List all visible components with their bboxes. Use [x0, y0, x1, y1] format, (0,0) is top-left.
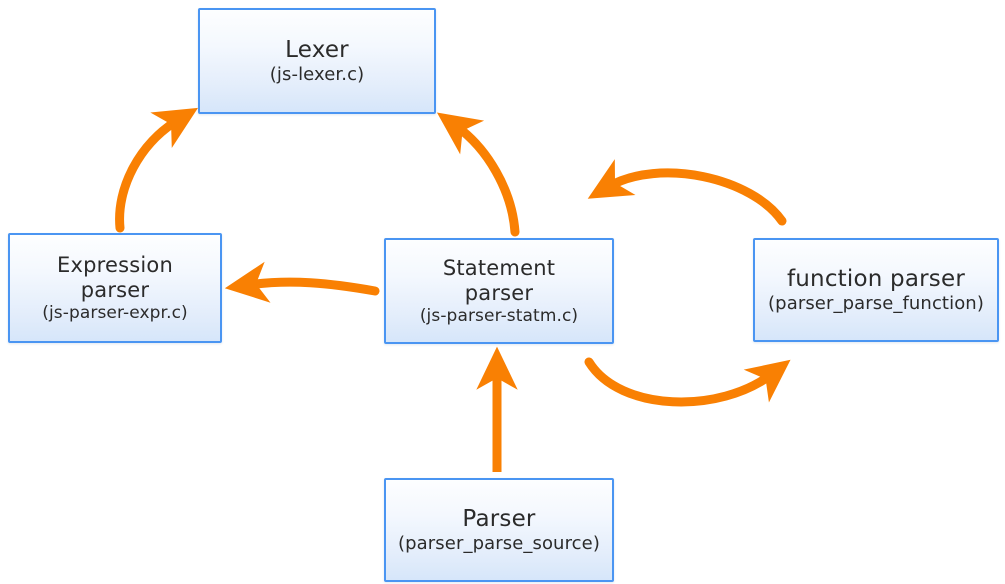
node-parser-subtitle: (parser_parse_source): [398, 532, 600, 554]
node-statement-parser[interactable]: Statement parser (js-parser-statm.c): [384, 238, 614, 344]
node-function-parser[interactable]: function parser (parser_parse_function): [753, 238, 999, 342]
arrow-statement-to-lexer: [436, 112, 520, 237]
node-statement-parser-subtitle: (js-parser-statm.c): [419, 305, 579, 326]
node-expression-parser-title-line1: Expression: [57, 253, 173, 278]
node-lexer-title: Lexer: [285, 36, 349, 63]
arrow-statement-to-function: [584, 357, 791, 407]
node-lexer-subtitle: (js-lexer.c): [269, 63, 365, 85]
node-expression-parser-subtitle: (js-parser-expr.c): [42, 302, 188, 323]
node-parser-title: Parser: [462, 505, 536, 532]
node-function-parser-subtitle: (parser_parse_function): [768, 292, 984, 314]
node-function-parser-title: function parser: [786, 265, 965, 292]
node-parser[interactable]: Parser (parser_parse_source): [384, 478, 614, 582]
node-expression-parser[interactable]: Expression parser (js-parser-expr.c): [8, 233, 222, 343]
node-statement-parser-title-line2: parser: [464, 280, 534, 305]
arrow-statement-to-expression: [224, 261, 380, 303]
node-expression-parser-title-line2: parser: [80, 277, 150, 302]
node-lexer[interactable]: Lexer (js-lexer.c): [198, 8, 436, 114]
arrow-expression-to-lexer: [115, 107, 199, 233]
node-statement-parser-title-line1: Statement: [442, 256, 556, 281]
arrow-function-to-statement: [587, 159, 787, 226]
